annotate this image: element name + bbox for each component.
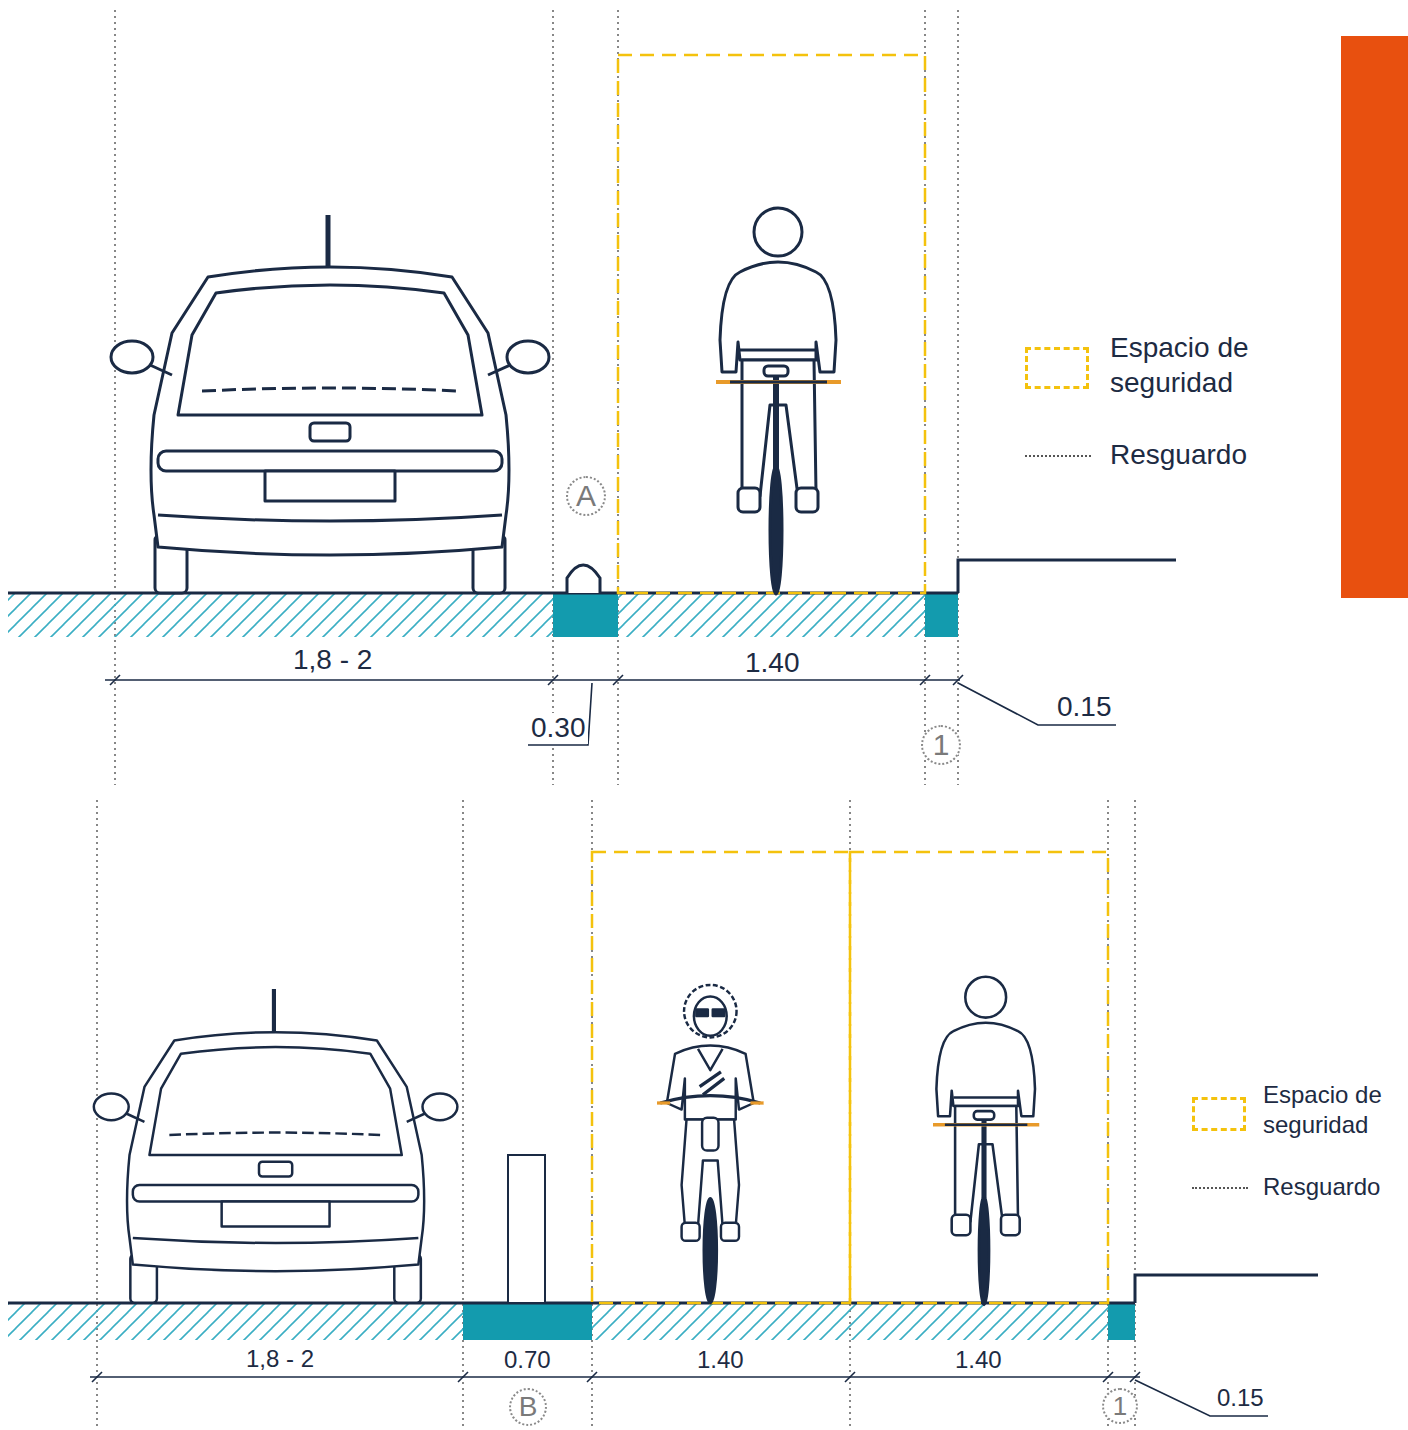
callout-circle: 1 [921, 725, 961, 765]
dimension-label: 0.15 [1055, 692, 1114, 723]
callout-letter: 1 [1113, 1391, 1127, 1422]
callout-circle: A [566, 476, 606, 516]
callout-letter: 1 [933, 728, 950, 762]
legend-text: Resguardo [1263, 1172, 1388, 1202]
dimension-label: 0.30 [529, 713, 588, 744]
dimension-label: 1,8 - 2 [244, 1346, 316, 1372]
dimension-label: 1.40 [953, 1347, 1004, 1373]
legend-text: Resguardo [1110, 437, 1256, 472]
clearance-swatch [1025, 455, 1091, 457]
dimension-label: 0.15 [1215, 1385, 1266, 1411]
legend-text: Espacio de seguridad [1110, 330, 1256, 400]
callout-letter: B [519, 1391, 538, 1423]
callout-circle: 1 [1102, 1388, 1138, 1424]
clearance-swatch [1192, 1187, 1248, 1189]
callout-letter: A [576, 479, 596, 513]
dimension-label: 1,8 - 2 [291, 645, 374, 676]
safety-space-swatch [1192, 1097, 1246, 1131]
callout-circle: B [509, 1388, 547, 1426]
dimension-label: 1.40 [695, 1347, 746, 1373]
dimension-label: 1.40 [743, 648, 802, 679]
legend-text: Espacio de seguridad [1263, 1080, 1388, 1140]
safety-space-swatch [1025, 347, 1089, 389]
dimension-label: 0.70 [502, 1347, 553, 1373]
